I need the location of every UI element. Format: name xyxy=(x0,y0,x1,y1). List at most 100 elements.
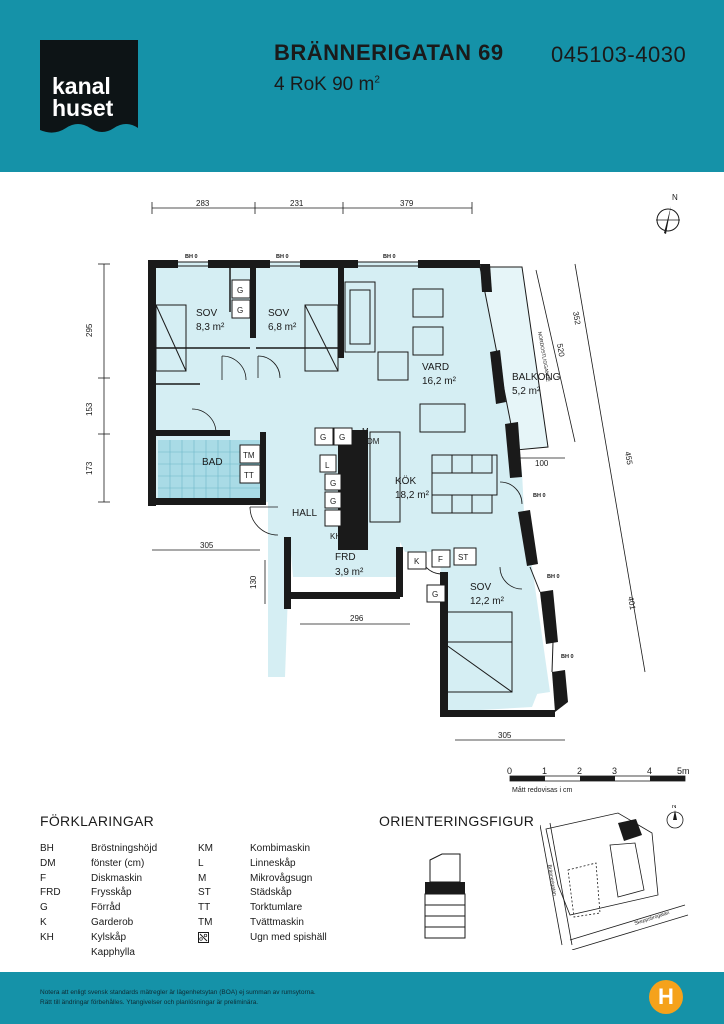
legend-label: Linneskåp xyxy=(250,857,296,869)
legend-code: ST xyxy=(198,887,211,899)
fixture-tt: TT xyxy=(244,471,254,480)
legend-code: FRD xyxy=(40,887,61,899)
orientation-compass-label: N xyxy=(672,805,676,810)
scale-label-2: 2 xyxy=(577,766,582,776)
scale-label-4: 4 xyxy=(647,766,652,776)
dim-right-2: 520 xyxy=(555,343,566,358)
dim-left-bottom: 305 xyxy=(200,541,214,550)
fixture-k: K xyxy=(414,557,420,566)
footer-banner xyxy=(0,972,724,1024)
legend-code: L xyxy=(198,857,204,869)
footer-note-line-1: Notera att enligt svensk standards mätre… xyxy=(40,989,316,996)
legend-right-labels: Kombimaskin Linneskåp Mikrovågsugn Städs… xyxy=(250,842,327,946)
legend-label: Mikrovågsugn xyxy=(250,872,313,884)
legend-code: F xyxy=(40,872,47,884)
logo-line-1: kanal xyxy=(52,73,111,99)
room-name-sov-2: SOV xyxy=(268,308,289,319)
site-map: Brännerigatan Skeppsbrogatan N xyxy=(540,805,689,950)
orientation-heading: ORIENTERINGSFIGUR xyxy=(379,813,535,829)
bh-label-6: BH 0 xyxy=(561,654,574,660)
dim-left-2: 153 xyxy=(85,402,94,416)
bh-label-3: BH 0 xyxy=(383,254,396,260)
room-name-sov-1: SOV xyxy=(196,308,217,319)
legend-code: KH xyxy=(40,931,54,943)
legend-code: BH xyxy=(40,843,54,854)
logo-line-2: huset xyxy=(52,95,114,121)
dim-bottom: 305 xyxy=(498,731,512,740)
room-area-frd: 3,9 m² xyxy=(335,567,364,578)
fixture-g-1: G xyxy=(237,286,243,295)
room-area-vard: 16,2 m² xyxy=(422,376,457,387)
legend-label: Städskåp xyxy=(250,887,292,899)
legend-code: TM xyxy=(198,916,213,928)
bh-label-5: BH 0 xyxy=(547,574,560,580)
street-label-1: Brännerigatan xyxy=(546,864,557,896)
bh-label-2: BH 0 xyxy=(276,254,289,260)
fixture-f: F xyxy=(438,555,443,564)
fixture-dm: DM xyxy=(367,437,380,446)
room-area-sov-3: 12,2 m² xyxy=(470,596,505,607)
room-name-vard: VARD xyxy=(422,362,449,373)
dim-left-1: 295 xyxy=(85,323,94,337)
fixture-g-3: G xyxy=(320,433,326,442)
legend-heading: FÖRKLARINGAR xyxy=(40,813,155,829)
fixture-g-5: G xyxy=(330,479,336,488)
fixture-kh: KH xyxy=(330,532,341,541)
stove-icon xyxy=(198,931,209,943)
legend-label: Diskmaskin xyxy=(91,872,143,884)
legend-code: G xyxy=(40,902,48,914)
room-name-hall: HALL xyxy=(292,508,317,519)
room-name-sov-3: SOV xyxy=(470,582,491,593)
dim-left-3: 173 xyxy=(85,461,94,475)
legend-left-labels: Bröstningshöjd fönster (cm) Diskmaskin F… xyxy=(91,842,157,960)
footer-note-line-2: Rätt till ändringar förbehålles. Ytangiv… xyxy=(40,999,259,1006)
room-area-sov-1: 8,3 m² xyxy=(196,322,225,333)
legend-label: Ugn med spishäll xyxy=(250,931,327,943)
dim-frd-side: 130 xyxy=(249,575,258,589)
legend-label: Bröstningshöjd xyxy=(91,843,158,854)
legend-label: fönster (cm) xyxy=(91,857,145,869)
legend-right-codes: KM L M ST TT TM xyxy=(198,842,213,946)
scale-label-0: 0 xyxy=(507,766,512,776)
compass-label: N xyxy=(672,193,678,202)
legend-label: Garderob xyxy=(91,916,134,928)
legend-code: KM xyxy=(198,843,213,854)
orientation-compass-icon: N xyxy=(666,805,684,829)
fixture-l: L xyxy=(325,461,330,470)
legend-label: Tvättmaskin xyxy=(250,916,304,928)
legend-label: Torktumlare xyxy=(250,902,303,914)
brand-h-icon: H xyxy=(649,980,683,1014)
legend-code: K xyxy=(40,916,47,928)
scale-label-3: 3 xyxy=(612,766,617,776)
floor-plan: SOV 8,3 m² SOV 6,8 m² VARD 16,2 m² BALKO… xyxy=(85,193,690,782)
room-name-frd: FRD xyxy=(335,552,356,563)
bh-label-4: BH 0 xyxy=(533,493,546,499)
scale-caption: Mått redovisas i cm xyxy=(512,787,573,794)
fixture-m: M xyxy=(362,427,369,436)
room-name-balkong: BALKONG xyxy=(512,372,561,383)
dim-top-1: 283 xyxy=(196,199,210,208)
legend-label: Kapphylla xyxy=(91,946,135,958)
dim-top-3: 379 xyxy=(400,199,414,208)
room-area-kok: 18,2 m² xyxy=(395,490,430,501)
dim-balcony-depth: 100 xyxy=(535,459,549,468)
compass-icon: N xyxy=(656,193,680,234)
fixture-g-2: G xyxy=(237,306,243,315)
apartment-number: 045103-4030 xyxy=(551,42,687,67)
bh-label-1: BH 0 xyxy=(185,254,198,260)
fixture-g-4: G xyxy=(339,433,345,442)
legend-code: M xyxy=(198,872,207,884)
fixture-g-6: G xyxy=(330,497,336,506)
legend-label: Förråd xyxy=(91,902,121,914)
fixture-g-7: G xyxy=(432,590,438,599)
dim-right-1: 352 xyxy=(571,311,582,326)
room-name-bad: BAD xyxy=(202,457,223,468)
legend-code: DM xyxy=(40,857,56,869)
legend-code: TT xyxy=(198,902,211,914)
dim-right-3: 455 xyxy=(623,451,634,466)
dim-right-4: 401 xyxy=(626,596,637,611)
dim-top-2: 231 xyxy=(290,199,304,208)
fixture-st: ST xyxy=(458,553,468,562)
scale-label-1: 1 xyxy=(542,766,547,776)
room-area-sov-2: 6,8 m² xyxy=(268,322,297,333)
